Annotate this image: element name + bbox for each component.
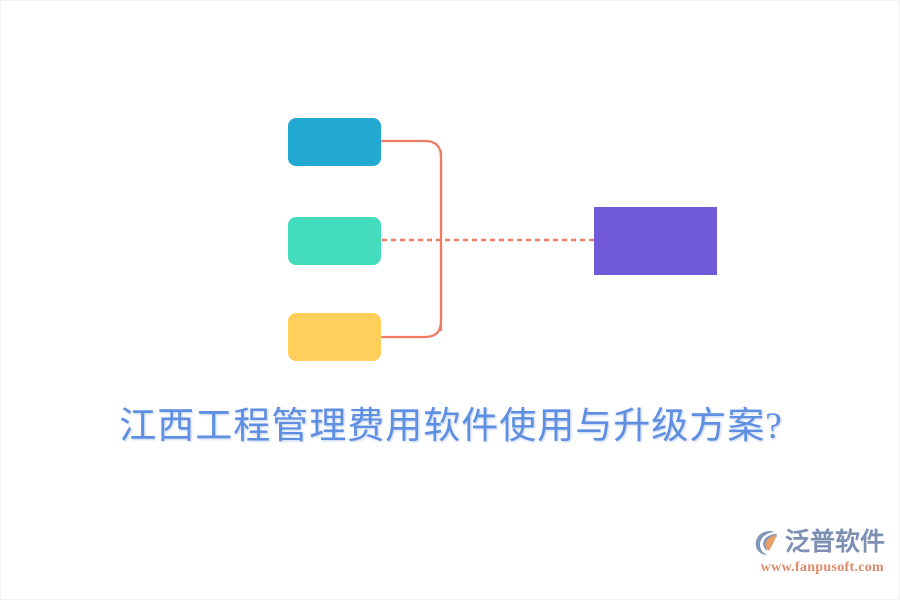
- page-title: 江西工程管理费用软件使用与升级方案?: [119, 406, 783, 447]
- diagram-node-blue[interactable]: [288, 118, 381, 166]
- brand-logo-row: 泛普软件: [749, 525, 885, 559]
- diagram-node-purple[interactable]: [594, 207, 717, 275]
- brand-watermark: 泛普软件 www.fanpusoft.com: [749, 525, 885, 583]
- diagram-node-green[interactable]: [288, 217, 381, 265]
- diagram-node-yellow[interactable]: [288, 313, 381, 361]
- fanpu-logo-icon: [755, 531, 777, 556]
- connector-blue-to-bus: [380, 139, 443, 237]
- connector-lines: [380, 139, 594, 339]
- brand-url: www.fanpusoft.com: [760, 560, 884, 575]
- connector-yellow-to-bus: [380, 241, 443, 339]
- diagram-region: [1, 1, 899, 391]
- brand-name: 泛普软件: [784, 527, 885, 556]
